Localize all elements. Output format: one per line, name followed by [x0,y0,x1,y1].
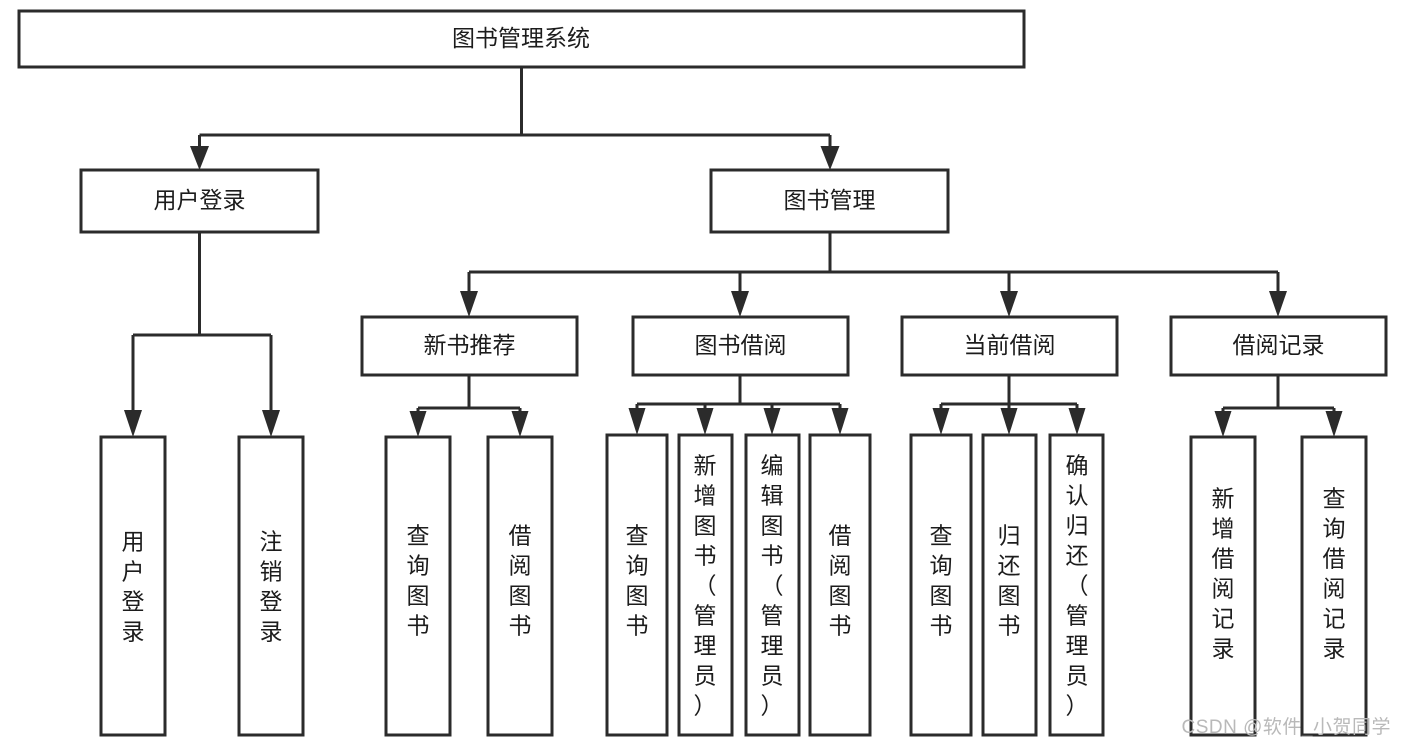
leaf-borrow-book-2[interactable]: 借阅图书 [808,433,872,737]
leaf-add-record[interactable]: 新增借阅记录 [1189,435,1257,737]
node-user-login-label: 用户登录 [154,187,246,213]
arrow-head-leaf-edit-book [763,408,781,435]
leaf-borrow-book-2-box[interactable] [808,433,872,737]
leaf-user-login-label: 用户登录 [122,528,145,644]
leaf-query-book-1-label: 查询图书 [407,522,430,638]
leaf-borrow-book-1[interactable]: 借阅图书 [486,435,554,737]
leaf-edit-book-label: 编辑图书（管理员） [761,452,784,718]
arrow-head-leaf-borrow-book-2 [831,408,849,435]
arrow-head-borrow-record [1269,291,1287,317]
arrow-head-book-manage [820,146,840,170]
leaf-edit-book-box[interactable] [744,433,801,737]
arrow-head-leaf-query-record [1325,411,1343,437]
leaf-query-record-label: 查询借阅记录 [1323,485,1346,661]
leaf-confirm-return[interactable]: 确认归还（管理员） [1048,433,1105,737]
arrow-head-leaf-add-book [696,408,714,435]
leaf-query-book-1-box[interactable] [384,435,452,737]
leaf-logout-login[interactable]: 注销登录 [237,435,305,737]
arrow-head-book-borrow [731,291,749,317]
node-book-borrow[interactable]: 图书借阅 [631,315,850,377]
arrow-head-leaf-query-book-2 [628,408,646,435]
node-book-manage-box[interactable] [709,168,950,234]
node-book-manage[interactable]: 图书管理 [709,168,950,234]
leaf-confirm-return-label: 确认归还（管理员） [1066,452,1089,718]
node-current-borrow-label: 当前借阅 [964,332,1056,358]
node-book-borrow-label: 图书借阅 [695,332,787,358]
leaf-borrow-book-1-box[interactable] [486,435,554,737]
connectors-root-to-level2 [190,67,840,170]
leaf-query-book-2-label: 查询图书 [626,522,649,638]
leaf-query-book-2[interactable]: 查询图书 [605,433,669,737]
node-root-box[interactable] [17,9,1026,69]
leaf-query-book-2-box[interactable] [605,433,669,737]
leaf-add-record-box[interactable] [1189,435,1257,737]
leaf-add-book-label: 新增图书（管理员） [694,452,717,718]
leaf-query-book-3[interactable]: 查询图书 [909,433,973,737]
leaf-confirm-return-box[interactable] [1048,433,1105,737]
connectors-borrow-record-to-leaves [1214,375,1343,437]
leaf-borrow-book-1-label: 借阅图书 [509,522,532,638]
arrow-head-user-login [190,146,209,170]
leaf-query-book-3-box[interactable] [909,433,973,737]
leaf-query-book-1[interactable]: 查询图书 [384,435,452,737]
node-root[interactable]: 图书管理系统 [17,9,1026,69]
arrow-head-leaf-user-login [124,410,142,437]
csdn-watermark: CSDN @软件_小贺同学 [1181,717,1391,738]
node-current-borrow-box[interactable] [900,315,1119,377]
leaf-return-book-label: 归还图书 [998,522,1021,638]
leaf-logout-login-box[interactable] [237,435,305,737]
arrow-head-leaf-query-book-1 [409,411,427,437]
arrow-head-leaf-logout-login [262,410,280,437]
leaf-add-book[interactable]: 新增图书（管理员） [677,433,734,737]
node-borrow-record-label: 借阅记录 [1233,332,1325,358]
arrow-head-leaf-confirm-return [1068,408,1086,435]
connectors-book-manage-to-level3 [460,232,1287,317]
leaf-borrow-book-2-label: 借阅图书 [829,522,852,638]
connectors-book-borrow-to-leaves [628,375,849,435]
node-root-label: 图书管理系统 [452,25,590,51]
arrow-head-leaf-borrow-book-1 [511,411,529,437]
connectors-current-borrow-to-leaves [932,375,1086,435]
node-current-borrow[interactable]: 当前借阅 [900,315,1119,377]
node-new-book-recommend-label: 新书推荐 [424,332,516,358]
arrow-head-new-book-recommend [460,291,478,317]
leaf-edit-book[interactable]: 编辑图书（管理员） [744,433,801,737]
leaf-logout-login-label: 注销登录 [260,528,283,644]
node-borrow-record[interactable]: 借阅记录 [1169,315,1388,377]
leaf-return-book[interactable]: 归还图书 [981,433,1038,737]
node-user-login-box[interactable] [79,168,320,234]
leaf-add-record-label: 新增借阅记录 [1212,485,1235,661]
leaf-query-book-3-label: 查询图书 [930,522,953,638]
leaf-query-record[interactable]: 查询借阅记录 [1300,435,1368,737]
node-new-book-recommend-box[interactable] [360,315,579,377]
leaf-return-book-box[interactable] [981,433,1038,737]
connectors-new-book-recommend-to-leaves [409,375,529,437]
node-borrow-record-box[interactable] [1169,315,1388,377]
arrow-head-leaf-query-book-3 [932,408,950,435]
node-user-login[interactable]: 用户登录 [79,168,320,234]
leaf-user-login-box[interactable] [99,435,167,737]
node-book-borrow-box[interactable] [631,315,850,377]
leaf-user-login[interactable]: 用户登录 [99,435,167,737]
connectors-user-login-to-leaves [124,232,280,437]
arrow-head-leaf-return-book [1000,408,1018,435]
node-new-book-recommend[interactable]: 新书推荐 [360,315,579,377]
leaf-add-book-box[interactable] [677,433,734,737]
arrow-head-leaf-add-record [1214,411,1232,437]
arrow-head-current-borrow [1000,291,1018,317]
leaf-query-record-box[interactable] [1300,435,1368,737]
node-book-manage-label: 图书管理 [784,187,876,213]
